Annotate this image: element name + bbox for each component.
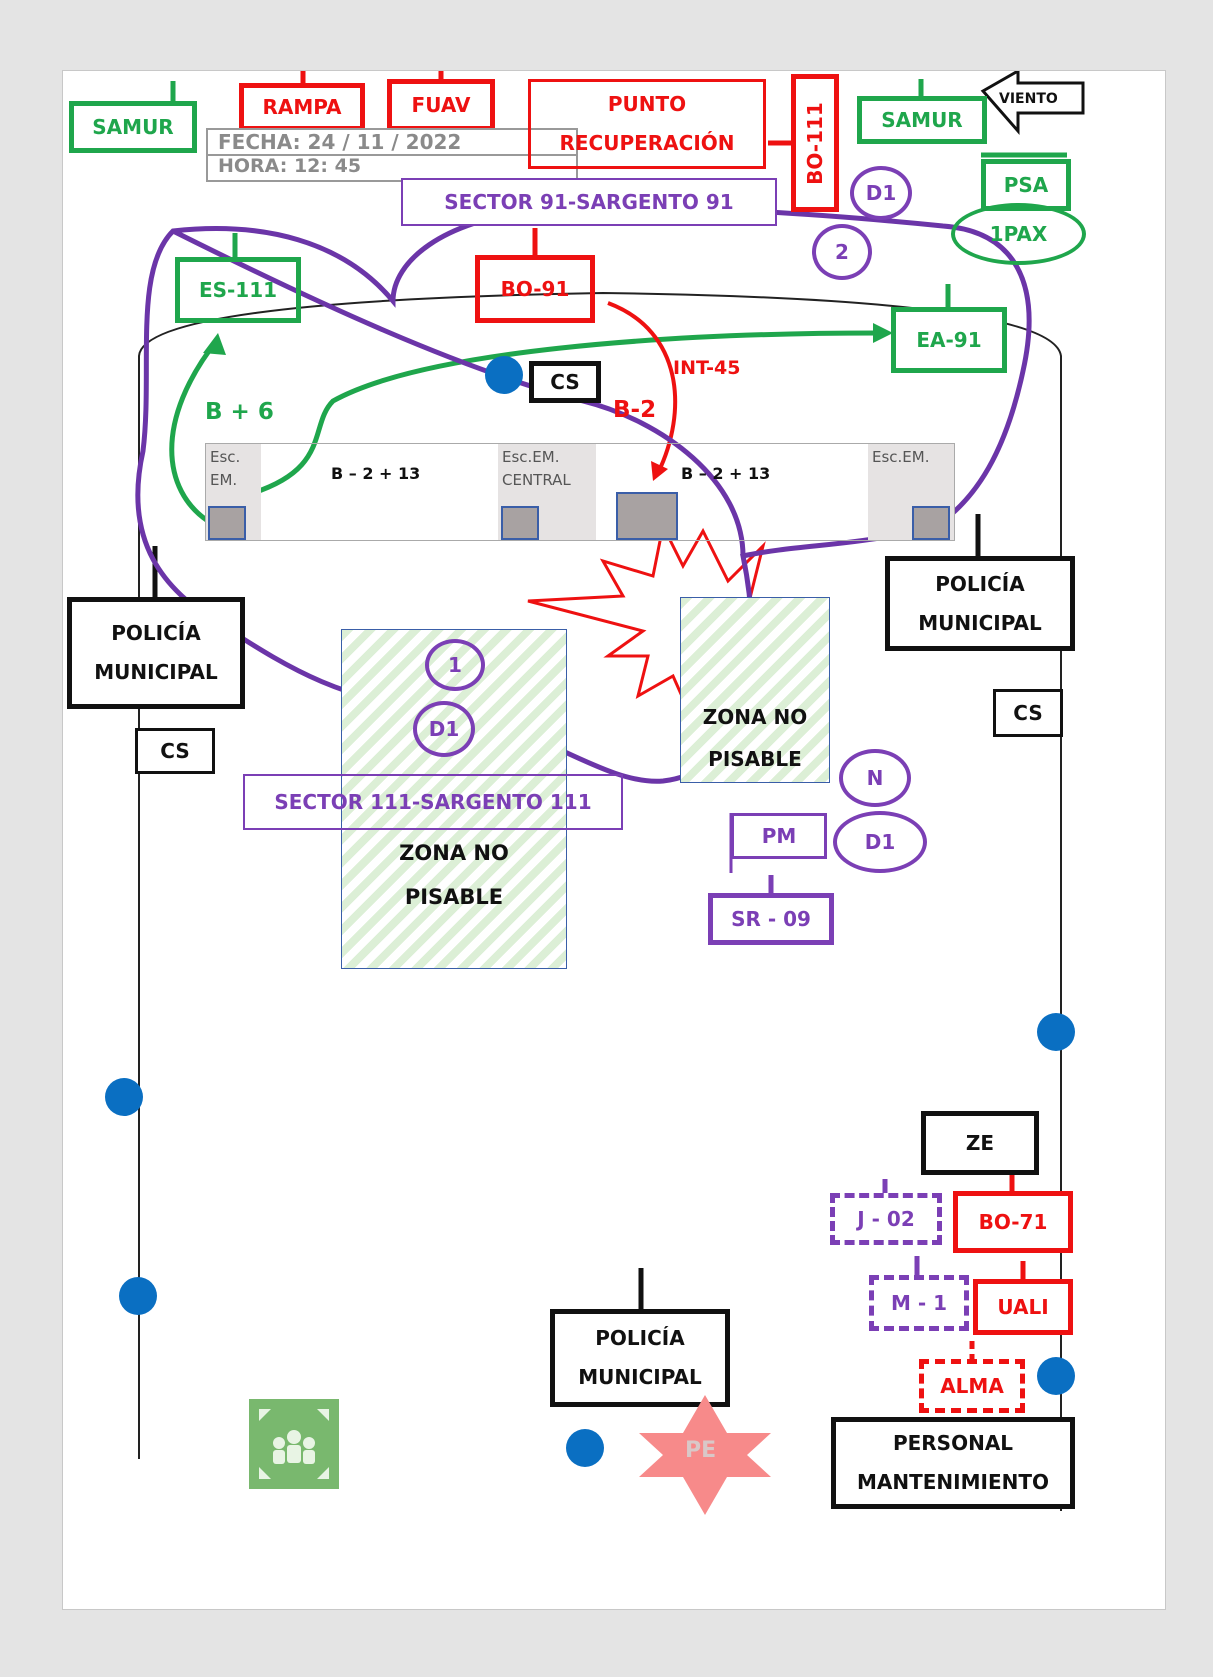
policia-bottom-label: POLICÍA MUNICIPAL [550, 1309, 730, 1407]
bo71-label: BO-71 [953, 1191, 1073, 1253]
hora-text: HORA: 12: 45 [218, 155, 362, 177]
incident-map-sheet: SAMUR RAMPA FUAV FECHA: 24 / 11 / 2022 H… [62, 70, 1166, 1610]
bo111-text: BO-111 [802, 101, 827, 185]
door-central [501, 506, 539, 540]
zona-no-pisable-right [680, 597, 830, 783]
stair-central-line2: CENTRAL [502, 470, 571, 489]
n-circle: N [839, 749, 911, 807]
cs-top-label: CS [529, 361, 601, 403]
zona-left-line1: ZONA NO [399, 841, 509, 865]
personal-line1: PERSONAL [892, 1431, 1014, 1455]
red-arrow-int45 [607, 301, 678, 474]
policia-right-line2: MUNICIPAL [918, 610, 1042, 635]
punto-recuperacion-line2: RECUPERACIÓN [559, 131, 735, 155]
blue-point-right-1 [1037, 1013, 1075, 1051]
fuav-label: FUAV [387, 79, 495, 131]
d1-top-circle: D1 [850, 166, 912, 220]
stair-central-line1: Esc.EM. [502, 448, 560, 466]
wind-arrow [980, 71, 1085, 135]
circle-1: 1 [425, 639, 485, 691]
green-arrowhead-es111 [203, 333, 226, 355]
m1-label: M - 1 [869, 1275, 969, 1331]
psa-label: PSA [981, 159, 1071, 211]
fecha-text: FECHA: 24 / 11 / 2022 [218, 130, 462, 154]
blue-point-left-1 [105, 1078, 143, 1116]
es111-label: ES-111 [175, 257, 301, 323]
green-arrowhead-ea91 [873, 323, 893, 343]
green-arrow-ea91 [242, 330, 879, 499]
policia-right-label: POLICÍA MUNICIPAL [885, 556, 1075, 651]
bo91-label: BO-91 [475, 255, 595, 323]
blue-point-top [485, 356, 523, 394]
building: Esc. EM. B – 2 + 13 Esc.EM. CENTRAL B – … [205, 443, 955, 541]
assembly-point-icon [249, 1399, 339, 1489]
circle-2: 2 [812, 224, 872, 280]
pax-ellipse: 1PAX [951, 203, 1086, 265]
stair-left-line2: EM. [210, 470, 238, 489]
sector-111-label: SECTOR 111-SARGENTO 111 [243, 774, 623, 830]
door-left [208, 506, 246, 540]
pe-star-icon [639, 1395, 771, 1515]
samur-left-label: SAMUR [69, 101, 197, 153]
policia-bottom-line1: POLICÍA [595, 1326, 685, 1350]
punto-recuperacion-label: PUNTO RECUPERACIÓN [528, 79, 766, 169]
d1-right-circle: D1 [833, 811, 927, 873]
pe-label: PE [685, 1438, 717, 1463]
uali-label: UALI [973, 1279, 1073, 1335]
datetime-box: FECHA: 24 / 11 / 2022 HORA: 12: 45 [206, 128, 578, 182]
zona-right-line2: PISABLE [708, 747, 802, 771]
zona-left-line2: PISABLE [404, 885, 504, 910]
red-arrowhead [651, 461, 668, 481]
b6-label: B + 6 [205, 399, 274, 425]
green-arrow-b6 [169, 337, 220, 524]
cs-left-label: CS [135, 728, 215, 774]
punto-recuperacion-line1: PUNTO [607, 92, 687, 116]
zona-right-line1: ZONA NO [702, 705, 808, 729]
stair-right-line1: Esc.EM. [872, 448, 930, 466]
blue-point-right-2 [1037, 1357, 1075, 1395]
door-main [616, 492, 678, 540]
personal-line2: MANTENIMIENTO [857, 1470, 1049, 1494]
d1-mid-circle: D1 [413, 701, 475, 757]
perimeter-line [138, 291, 1062, 1511]
viento-text: VIENTO [999, 91, 1058, 107]
policia-left-label: POLICÍA MUNICIPAL [67, 597, 245, 709]
sr09-label: SR - 09 [708, 893, 834, 945]
policia-right-line1: POLICÍA [935, 571, 1025, 596]
b2-label: B-2 [613, 397, 657, 423]
policia-bottom-line2: MUNICIPAL [578, 1365, 702, 1389]
int45-label: INT-45 [673, 357, 741, 379]
alma-label: ALMA [919, 1359, 1025, 1413]
door-right [912, 506, 950, 540]
ea91-label: EA-91 [891, 307, 1007, 373]
rampa-label: RAMPA [239, 83, 365, 131]
zona-no-pisable-left-text: ZONA NO PISABLE [341, 831, 567, 919]
stair-left-line1: Esc. [210, 448, 241, 466]
floors-right: B – 2 + 13 [681, 464, 771, 483]
samur-right-label: SAMUR [857, 96, 987, 144]
j02-label: J - 02 [830, 1193, 942, 1245]
zona-no-pisable-right-text: ZONA NO PISABLE [680, 696, 830, 780]
pm-flag: PM [731, 813, 827, 859]
cs-right-label: CS [993, 689, 1063, 737]
sector-91-label: SECTOR 91-SARGENTO 91 [401, 178, 777, 226]
policia-left-line1: POLICÍA [111, 621, 201, 645]
floors-left: B – 2 + 13 [331, 464, 421, 483]
personal-mantenimiento-label: PERSONAL MANTENIMIENTO [831, 1417, 1075, 1509]
bo111-label: BO-111 [791, 74, 839, 212]
blue-point-bottom [566, 1429, 604, 1467]
ze-label: ZE [921, 1111, 1039, 1175]
zona-no-pisable-left [341, 629, 567, 969]
blue-point-left-2 [119, 1277, 157, 1315]
policia-left-line2: MUNICIPAL [94, 660, 218, 684]
